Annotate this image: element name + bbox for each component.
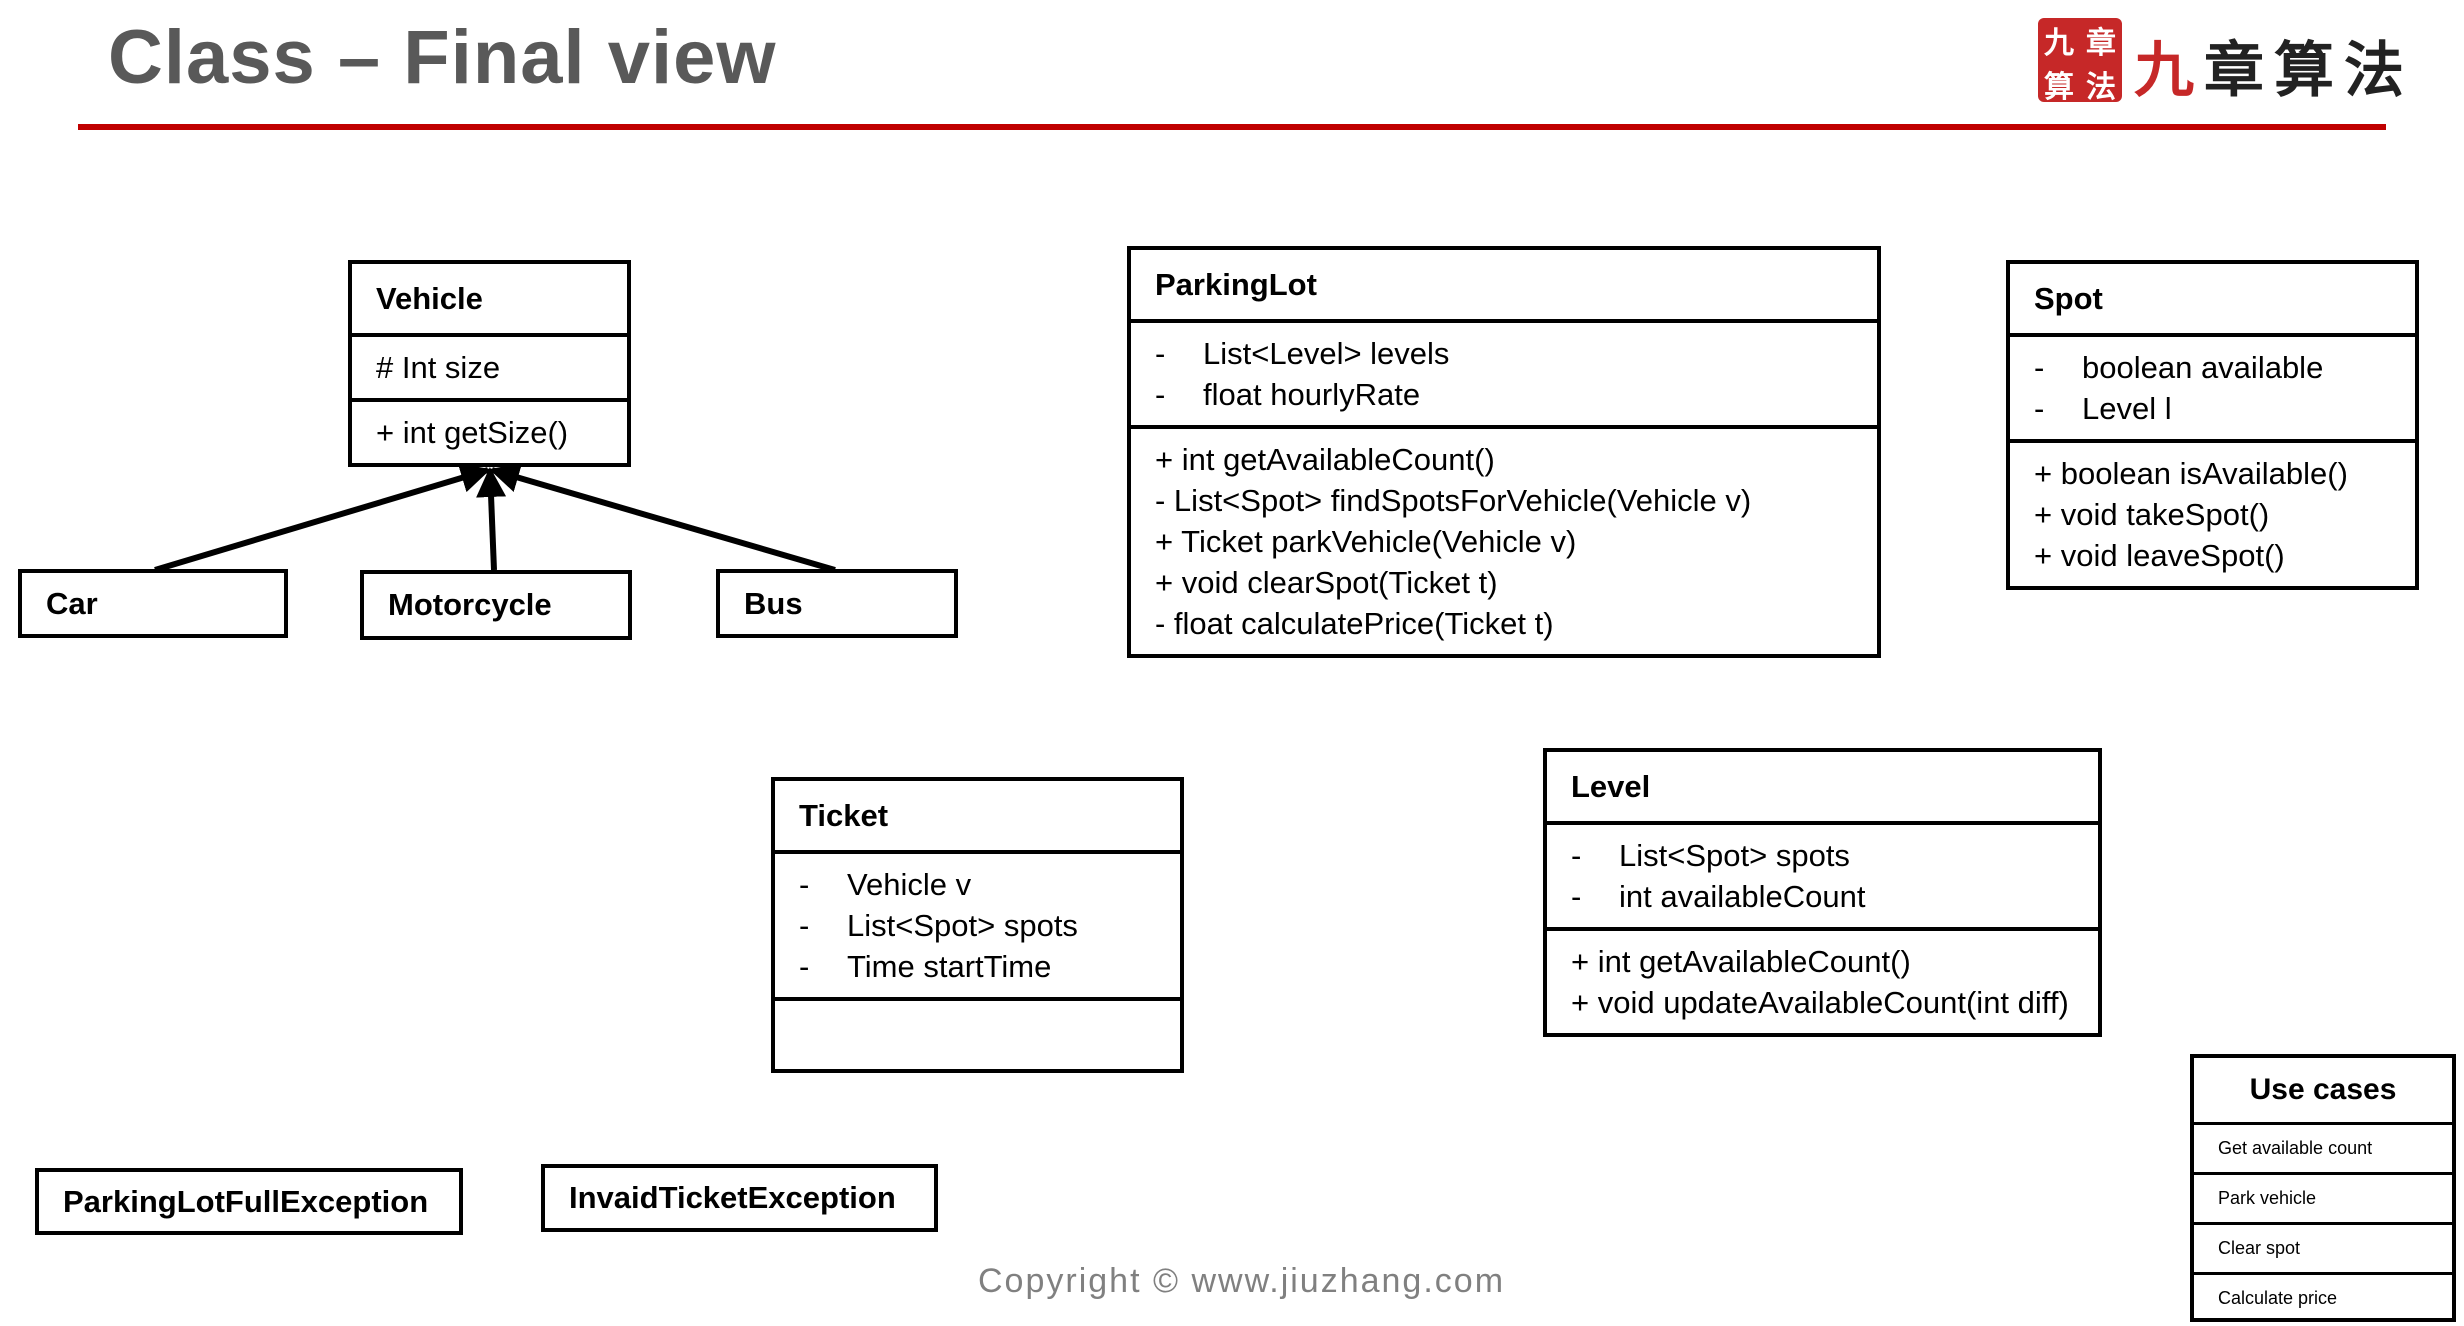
- attributes-section: Vehicle v List<Spot> spots Time startTim…: [775, 854, 1180, 1001]
- class-invaidticketexception[interactable]: InvaidTicketException: [541, 1164, 938, 1232]
- attribute: Level l: [2034, 388, 2391, 429]
- method: + int getAvailableCount(): [1571, 944, 1911, 979]
- attribute: int availableCount: [1571, 876, 2074, 917]
- method: + void leaveSpot(): [2034, 538, 2285, 573]
- method: + void updateAvailableCount(int diff): [1571, 985, 2069, 1020]
- logo-stamp: 九 章 算 法: [2038, 18, 2122, 105]
- methods-section: + int getSize(): [352, 402, 627, 463]
- page-title: Class – Final view: [108, 15, 777, 100]
- logo-wordmark: 九章算法: [2134, 22, 2414, 109]
- logo-stamp-char: 九: [2044, 26, 2074, 61]
- class-car[interactable]: Car: [18, 569, 288, 638]
- class-parkinglotfullexception[interactable]: ParkingLotFullException: [35, 1168, 463, 1235]
- method: + Ticket parkVehicle(Vehicle v): [1155, 524, 1577, 559]
- attributes-section: List<Spot> spots int availableCount: [1547, 825, 2098, 931]
- use-cases-table: Use cases Get available count Park vehic…: [2190, 1054, 2456, 1322]
- car-inherit-arrow: [154, 463, 491, 573]
- attribute: List<Level> levels: [1155, 333, 1853, 374]
- attributes-section: # Int size: [352, 337, 627, 402]
- use-cases-title: Use cases: [2194, 1058, 2452, 1125]
- copyright-text: Copyright © www.jiuzhang.com: [978, 1262, 1506, 1300]
- class-level[interactable]: Level List<Spot> spots int availableCoun…: [1543, 748, 2102, 1037]
- class-parkinglot[interactable]: ParkingLot List<Level> levels float hour…: [1127, 246, 1881, 658]
- class-name: Ticket: [775, 781, 1180, 854]
- class-name: Spot: [2010, 264, 2415, 337]
- class-vehicle[interactable]: Vehicle # Int size + int getSize(): [348, 260, 631, 467]
- logo-stamp-char: 算: [2044, 70, 2074, 105]
- title-divider: [78, 124, 2386, 130]
- method: + boolean isAvailable(): [2034, 456, 2348, 491]
- use-case-item: Clear spot: [2194, 1225, 2452, 1275]
- logo-stamp-char: 法: [2086, 70, 2116, 105]
- attributes-section: boolean available Level l: [2010, 337, 2415, 443]
- class-ticket[interactable]: Ticket Vehicle v List<Spot> spots Time s…: [771, 777, 1184, 1073]
- use-case-item: Park vehicle: [2194, 1175, 2452, 1225]
- attribute: Vehicle v: [799, 864, 1156, 905]
- logo-stamp-char: 章: [2086, 26, 2116, 61]
- attribute: List<Spot> spots: [1571, 835, 2074, 876]
- use-case-item: Get available count: [2194, 1125, 2452, 1175]
- methods-section: [775, 1001, 1180, 1069]
- attribute: # Int size: [376, 350, 501, 385]
- method: + void clearSpot(Ticket t): [1155, 565, 1498, 600]
- class-name: Level: [1547, 752, 2098, 825]
- logo-wordmark-red: 九: [2134, 36, 2204, 106]
- logo-wordmark-black: 章算法: [2204, 36, 2414, 106]
- jiuzhang-logo: 九 章 算 法 九章算法: [2030, 18, 2404, 108]
- method: + void takeSpot(): [2034, 497, 2270, 532]
- method: + int getSize(): [376, 415, 569, 450]
- class-name: ParkingLot: [1131, 250, 1877, 323]
- class-bus[interactable]: Bus: [716, 569, 958, 638]
- class-spot[interactable]: Spot boolean available Level l + boolean…: [2006, 260, 2419, 590]
- attribute: boolean available: [2034, 347, 2391, 388]
- method: - List<Spot> findSpotsForVehicle(Vehicle…: [1155, 483, 1752, 518]
- attribute: List<Spot> spots: [799, 905, 1156, 946]
- class-name: Vehicle: [352, 264, 627, 337]
- method: + int getAvailableCount(): [1155, 442, 1495, 477]
- attribute: Time startTime: [799, 946, 1156, 987]
- attributes-section: List<Level> levels float hourlyRate: [1131, 323, 1877, 429]
- use-case-item: Calculate price: [2218, 1288, 2338, 1308]
- methods-section: + int getAvailableCount() - List<Spot> f…: [1131, 429, 1877, 654]
- method: - float calculatePrice(Ticket t): [1155, 606, 1554, 641]
- bus-inherit-arrow: [489, 463, 836, 573]
- methods-section: + int getAvailableCount() + void updateA…: [1547, 931, 2098, 1033]
- class-motorcycle[interactable]: Motorcycle: [360, 570, 632, 640]
- methods-section: + boolean isAvailable() + void takeSpot(…: [2010, 443, 2415, 586]
- motorcycle-inherit-arrow: [476, 467, 507, 571]
- attribute: float hourlyRate: [1155, 374, 1853, 415]
